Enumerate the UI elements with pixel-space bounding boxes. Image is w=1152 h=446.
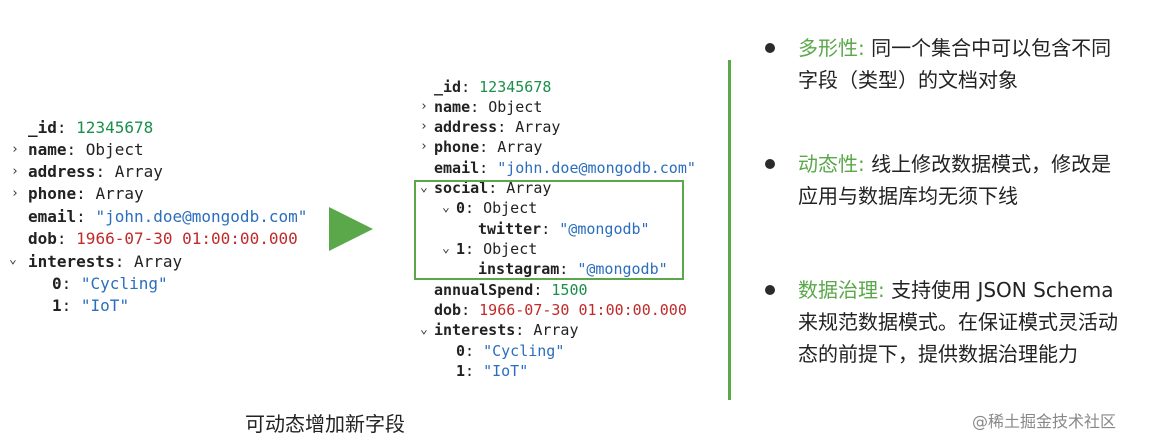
interest-item: 1: "IoT" <box>456 362 529 380</box>
bullet-dynamism: 动态性: 线上修改数据模式，修改是应用与数据库均无须下线 <box>798 152 1112 208</box>
field-dob: dob: 1966-07-30 01:00:00.000 <box>434 301 687 319</box>
chevron-right-icon[interactable]: › <box>11 164 19 179</box>
field-phone[interactable]: phone: Array <box>434 138 543 156</box>
field-address[interactable]: address: Array <box>434 118 561 136</box>
interest-item: 0: "Cycling" <box>456 342 565 360</box>
field-annual-spend: annualSpend: 1500 <box>434 281 588 299</box>
field-twitter: twitter: "@mongodb" <box>478 220 650 238</box>
social-item-0[interactable]: 0: Object <box>456 199 538 217</box>
chevron-right-icon[interactable]: › <box>420 119 428 134</box>
arrow-right-icon <box>329 207 373 251</box>
chevron-down-icon[interactable]: ⌄ <box>442 241 450 256</box>
bullet-dot-icon <box>765 43 775 53</box>
field-address[interactable]: address: Array <box>28 162 163 181</box>
bullet-dot-icon <box>765 285 775 295</box>
new-fields-highlight-box <box>414 180 684 280</box>
chevron-down-icon[interactable]: ⌄ <box>442 200 450 215</box>
field-instagram: instagram: "@mongodb" <box>478 260 668 278</box>
chevron-down-icon[interactable]: ⌄ <box>420 180 428 195</box>
social-item-1[interactable]: 1: Object <box>456 240 538 258</box>
field-phone[interactable]: phone: Array <box>28 184 144 203</box>
field-dob: dob: 1966-07-30 01:00:00.000 <box>28 229 298 248</box>
chevron-right-icon[interactable]: › <box>420 99 428 114</box>
bullet-dot-icon <box>765 159 775 169</box>
caption: 可动态增加新字段 <box>245 412 405 436</box>
field-interests[interactable]: interests: Array <box>28 252 183 271</box>
field-id: _id: 12345678 <box>434 78 552 96</box>
divider <box>728 60 731 400</box>
field-email: email: "john.doe@mongodb.com" <box>434 159 696 177</box>
chevron-right-icon[interactable]: › <box>11 142 19 157</box>
field-social[interactable]: social: Array <box>434 179 552 197</box>
interest-item: 1: "IoT" <box>52 296 130 315</box>
interest-item: 0: "Cycling" <box>52 274 168 293</box>
field-name[interactable]: name: Object <box>434 98 543 116</box>
bullet-polymorphism: 多形性: 同一个集合中可以包含不同字段（类型）的文档对象 <box>798 36 1112 92</box>
field-email: email: "john.doe@mongodb.com" <box>28 207 308 226</box>
field-interests[interactable]: interests: Array <box>434 321 579 339</box>
chevron-down-icon[interactable]: ⌄ <box>420 322 428 337</box>
chevron-down-icon[interactable]: ⌄ <box>9 252 17 267</box>
bullet-data-governance: 数据治理: 支持使用 JSON Schema 来规范数据模式。在保证模式灵活动态… <box>798 278 1118 366</box>
chevron-right-icon[interactable]: › <box>11 186 19 201</box>
field-id: _id: 12345678 <box>28 118 154 137</box>
watermark: @稀土掘金技术社区 <box>972 412 1117 431</box>
chevron-right-icon[interactable]: › <box>420 139 428 154</box>
field-name[interactable]: name: Object <box>28 140 144 159</box>
